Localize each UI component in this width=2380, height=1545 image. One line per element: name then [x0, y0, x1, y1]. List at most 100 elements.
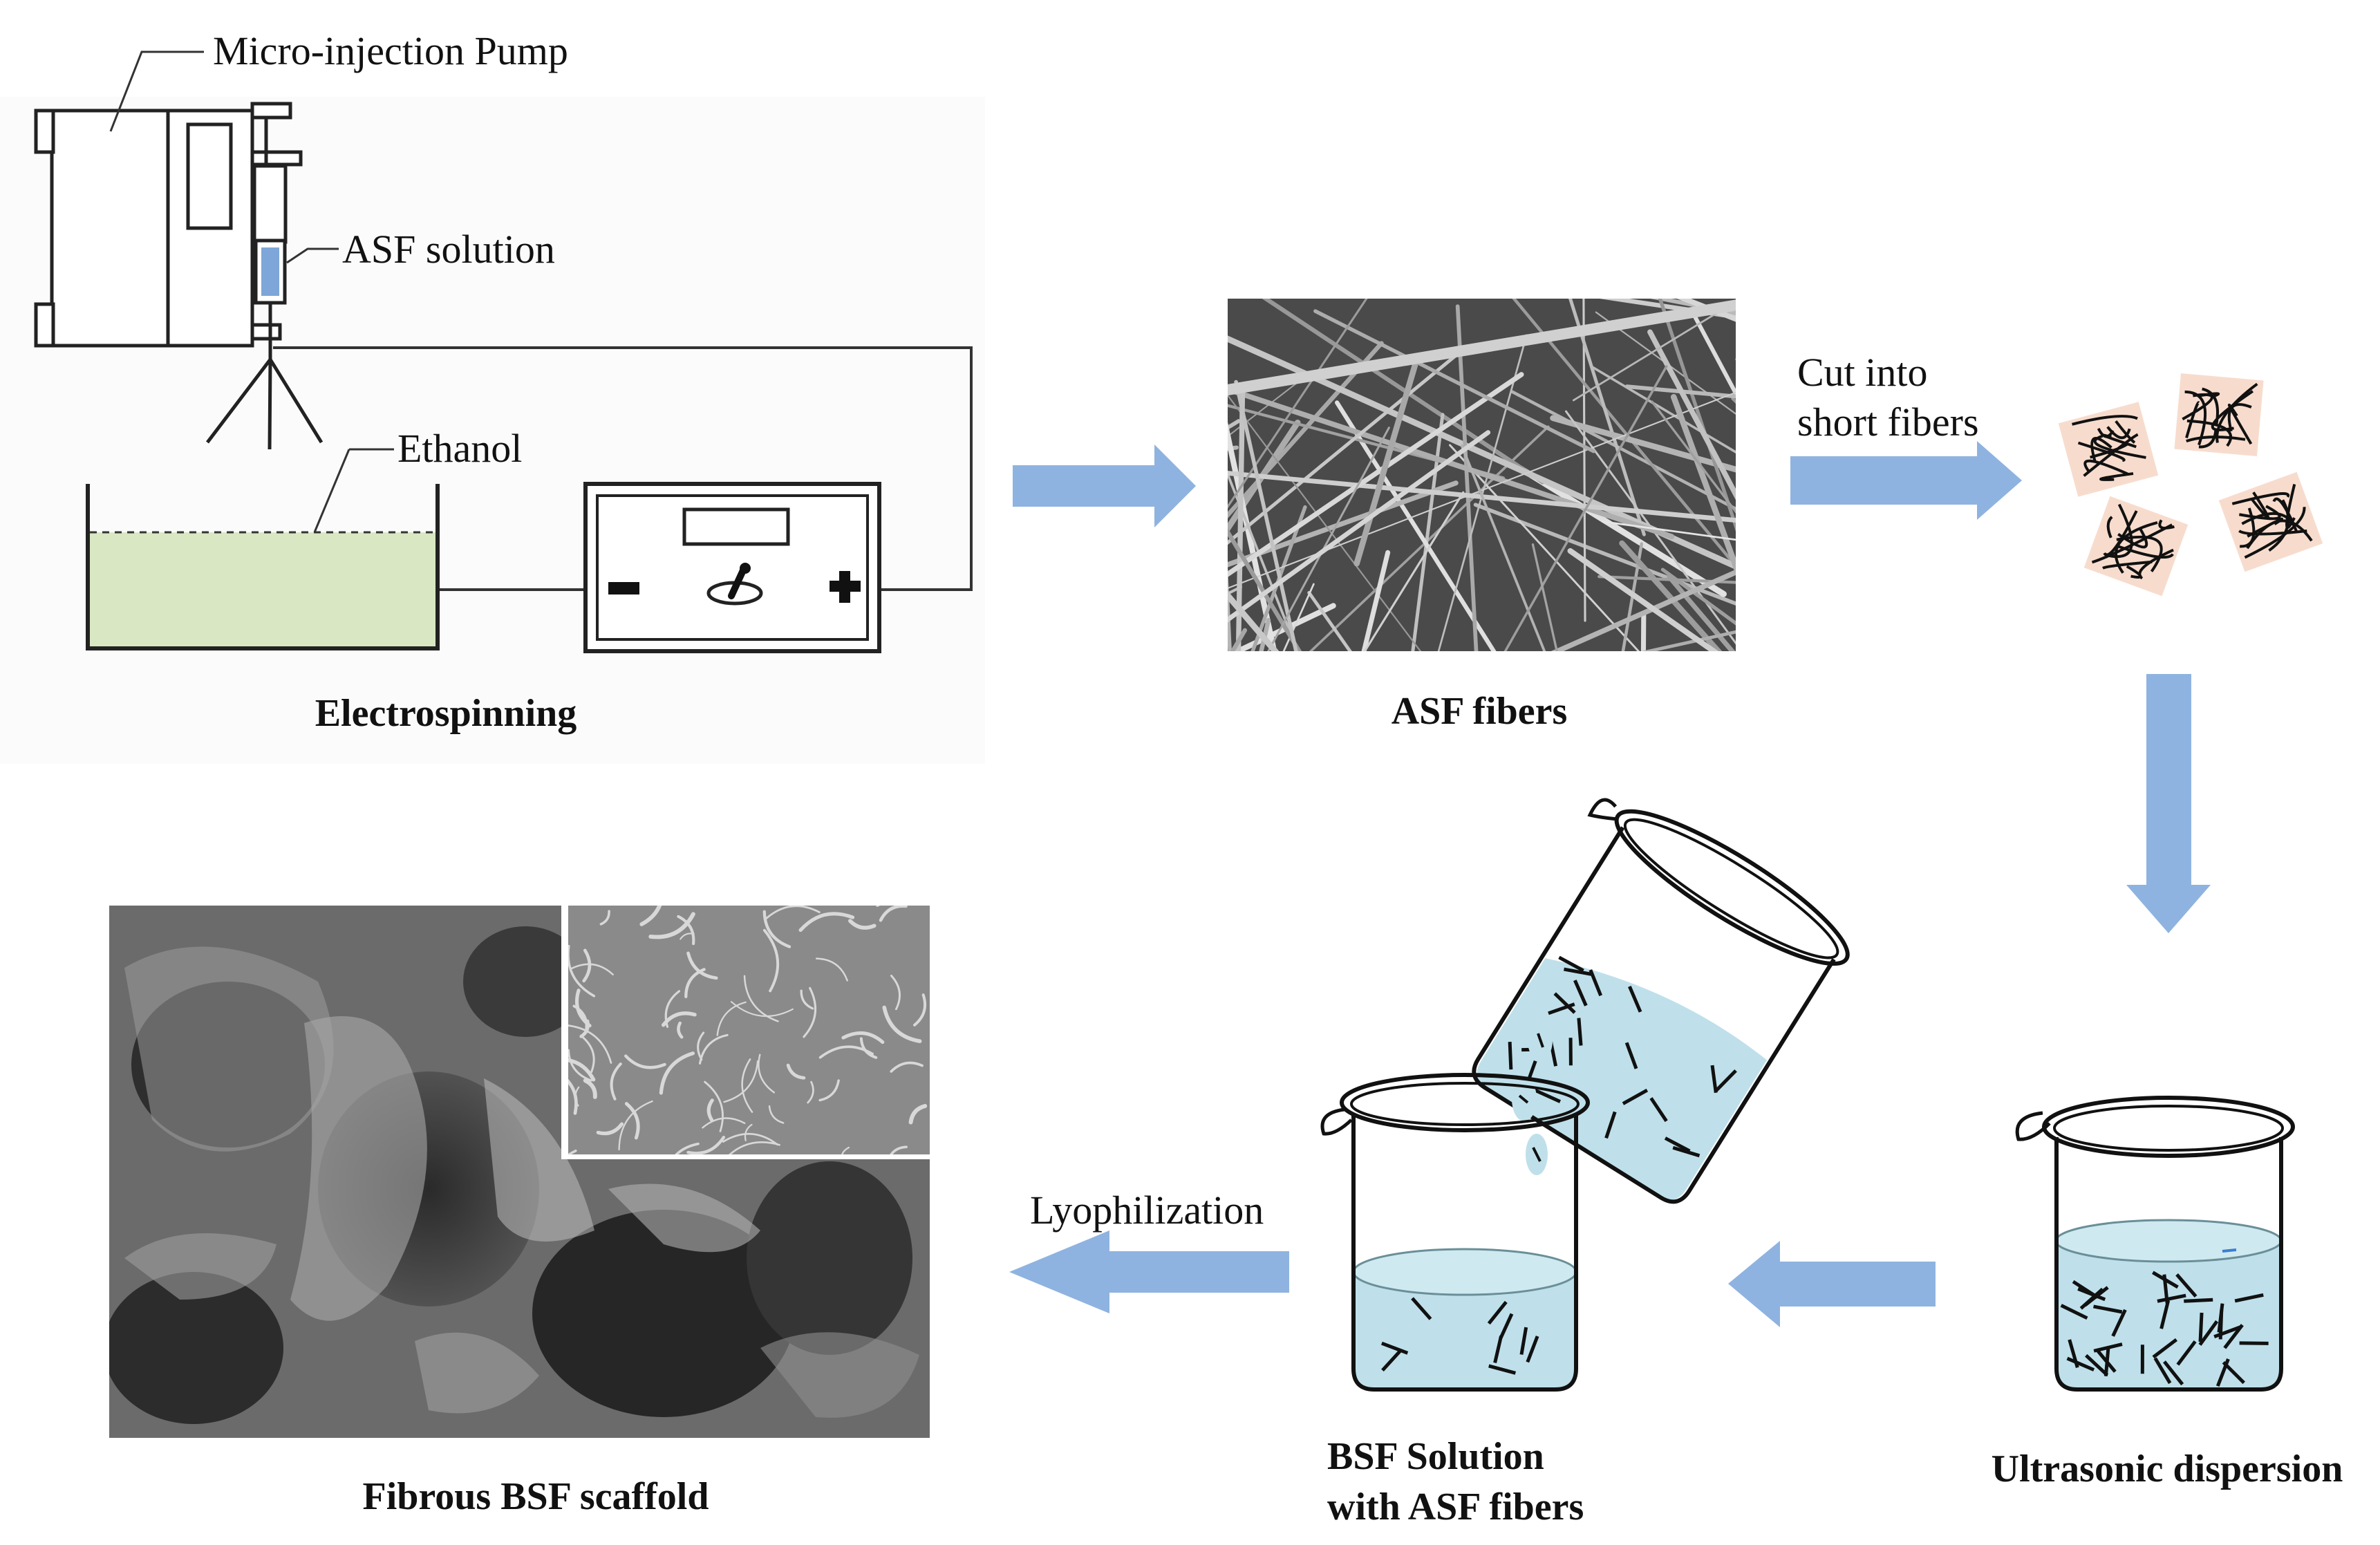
fiber-strand — [1228, 350, 1461, 545]
callout-lines — [109, 50, 339, 264]
short-fiber — [2163, 1360, 2184, 1386]
short-fiber — [1622, 1088, 1649, 1105]
arrow-down — [2126, 674, 2211, 933]
asf-fibers-caption: ASF fibers — [1392, 690, 1568, 733]
short-fiber — [1487, 1300, 1508, 1325]
ultrasonic-caption: Ultrasonic dispersion — [1992, 1448, 2343, 1490]
fiber-strand — [1228, 471, 1300, 651]
short-fiber — [2215, 1358, 2230, 1387]
fiber-strand — [1565, 410, 1736, 645]
short-fiber — [2234, 1293, 2264, 1303]
fiber-strand — [1641, 630, 1736, 651]
short-fiber — [1548, 1002, 1575, 1015]
arrow-left-1 — [1728, 1241, 1936, 1327]
pouring-beaker — [1472, 798, 1850, 1204]
short-fiber — [1649, 1097, 1668, 1123]
short-fiber — [2184, 1298, 2213, 1303]
short-fiber — [1381, 1349, 1403, 1372]
short-fiber — [2103, 1347, 2110, 1376]
short-fiber — [1534, 1088, 1562, 1103]
fiber-strand — [1572, 300, 1736, 402]
fiber-fragment — [2083, 496, 2189, 597]
fiber-strand — [1647, 329, 1736, 500]
micro-injection-pump-icon — [34, 102, 303, 348]
fiber-strand — [995, 659, 1415, 1150]
fiber-strand — [1081, 661, 1210, 1105]
short-fiber — [1488, 1364, 1517, 1375]
short-fiber — [1508, 1042, 1513, 1070]
short-fiber — [1553, 992, 1576, 1014]
fiber-fragment — [2218, 471, 2323, 572]
pouring-droplets — [1512, 1020, 1553, 1175]
scaffold-caption: Fibrous BSF scaffold — [363, 1475, 709, 1518]
scaffold-sem-image: Fibrous BSF scaffold — [109, 902, 935, 1518]
short-fiber — [1715, 1069, 1737, 1092]
arrow-right-1 — [1013, 444, 1196, 527]
short-fiber — [1499, 1313, 1514, 1340]
fiber-strand — [1234, 380, 1298, 651]
short-fiber — [2111, 1309, 2127, 1337]
short-fiber — [1672, 1145, 1700, 1158]
short-fiber — [1526, 1336, 1539, 1363]
short-fiber — [1664, 1136, 1691, 1153]
fiber-strand — [1195, 355, 1201, 894]
short-fiber — [1411, 1297, 1432, 1320]
short-fiber — [2198, 1312, 2204, 1342]
ethanol-label: Ethanol — [397, 426, 522, 471]
arrow-right-2 — [1790, 441, 2022, 520]
fiber-strand — [1228, 420, 1301, 534]
syringe-icon — [252, 118, 288, 359]
short-fiber — [2176, 1340, 2197, 1366]
fiber-strand — [1512, 299, 1736, 569]
fiber-strand — [1228, 430, 1491, 623]
short-fiber — [1381, 1341, 1409, 1355]
fiber-strand — [1456, 655, 1944, 825]
fiber-strand — [1503, 365, 1668, 651]
short-fiber — [1519, 1327, 1528, 1355]
fiber-strand — [1670, 393, 1736, 575]
fiber-strand — [1455, 304, 1479, 651]
fiber-strand — [1228, 299, 1368, 509]
fiber-strand — [1693, 315, 1736, 398]
fiber-strand — [1568, 299, 1646, 536]
arrows — [1009, 441, 2211, 1327]
short-fiber — [2093, 1304, 2123, 1314]
fiber-strand — [1732, 695, 2019, 1437]
fiber-strand — [1601, 521, 1736, 541]
fiber-strand — [1591, 366, 1736, 454]
arrow-left-2 — [1009, 1230, 1289, 1313]
short-fiber — [1604, 1111, 1617, 1139]
fiber-strand — [1170, 615, 1312, 1243]
ultrasonic-beaker: Ultrasonic dispersion — [1992, 1096, 2343, 1490]
short-fiber — [2093, 1342, 2123, 1353]
power-supply-icon — [583, 482, 881, 653]
fiber-strand — [1250, 505, 1307, 651]
asf-solution-label: ASF solution — [342, 227, 555, 272]
short-fiber — [1589, 969, 1603, 997]
asf-fibers-sem-image: ASF fibers — [984, 299, 2022, 1437]
fiber-strand — [1660, 568, 1736, 626]
fiber-fragment — [2058, 402, 2159, 497]
fiber-strand — [1599, 299, 1736, 319]
fiber-strand — [1597, 574, 1736, 584]
fiber-strand — [1784, 668, 2022, 877]
short-fiber — [1628, 986, 1642, 1013]
fiber-strand — [1164, 601, 1266, 1260]
short-fiber — [2213, 1324, 2242, 1339]
fiber-strand — [1510, 390, 1736, 511]
short-fiber — [2162, 1274, 2169, 1304]
fiber-strand — [1228, 565, 1232, 651]
fiber-strand — [1235, 386, 1246, 651]
fiber-strand — [984, 671, 1237, 1123]
short-fiber — [1624, 1042, 1638, 1069]
short-fiber — [2157, 1293, 2186, 1303]
short-fiber — [1710, 1065, 1718, 1094]
short-fiber — [2153, 1357, 2172, 1385]
fiber-strand — [1228, 422, 1277, 651]
bsf-caption-line2: with ASF fibers — [1327, 1486, 1584, 1528]
fiber-fragment — [2174, 373, 2264, 457]
fiber-strand — [1262, 299, 1545, 485]
bsf-beaker: BSF Solution with ASF fibers — [1320, 1073, 1590, 1528]
circuit-wires — [273, 346, 973, 591]
